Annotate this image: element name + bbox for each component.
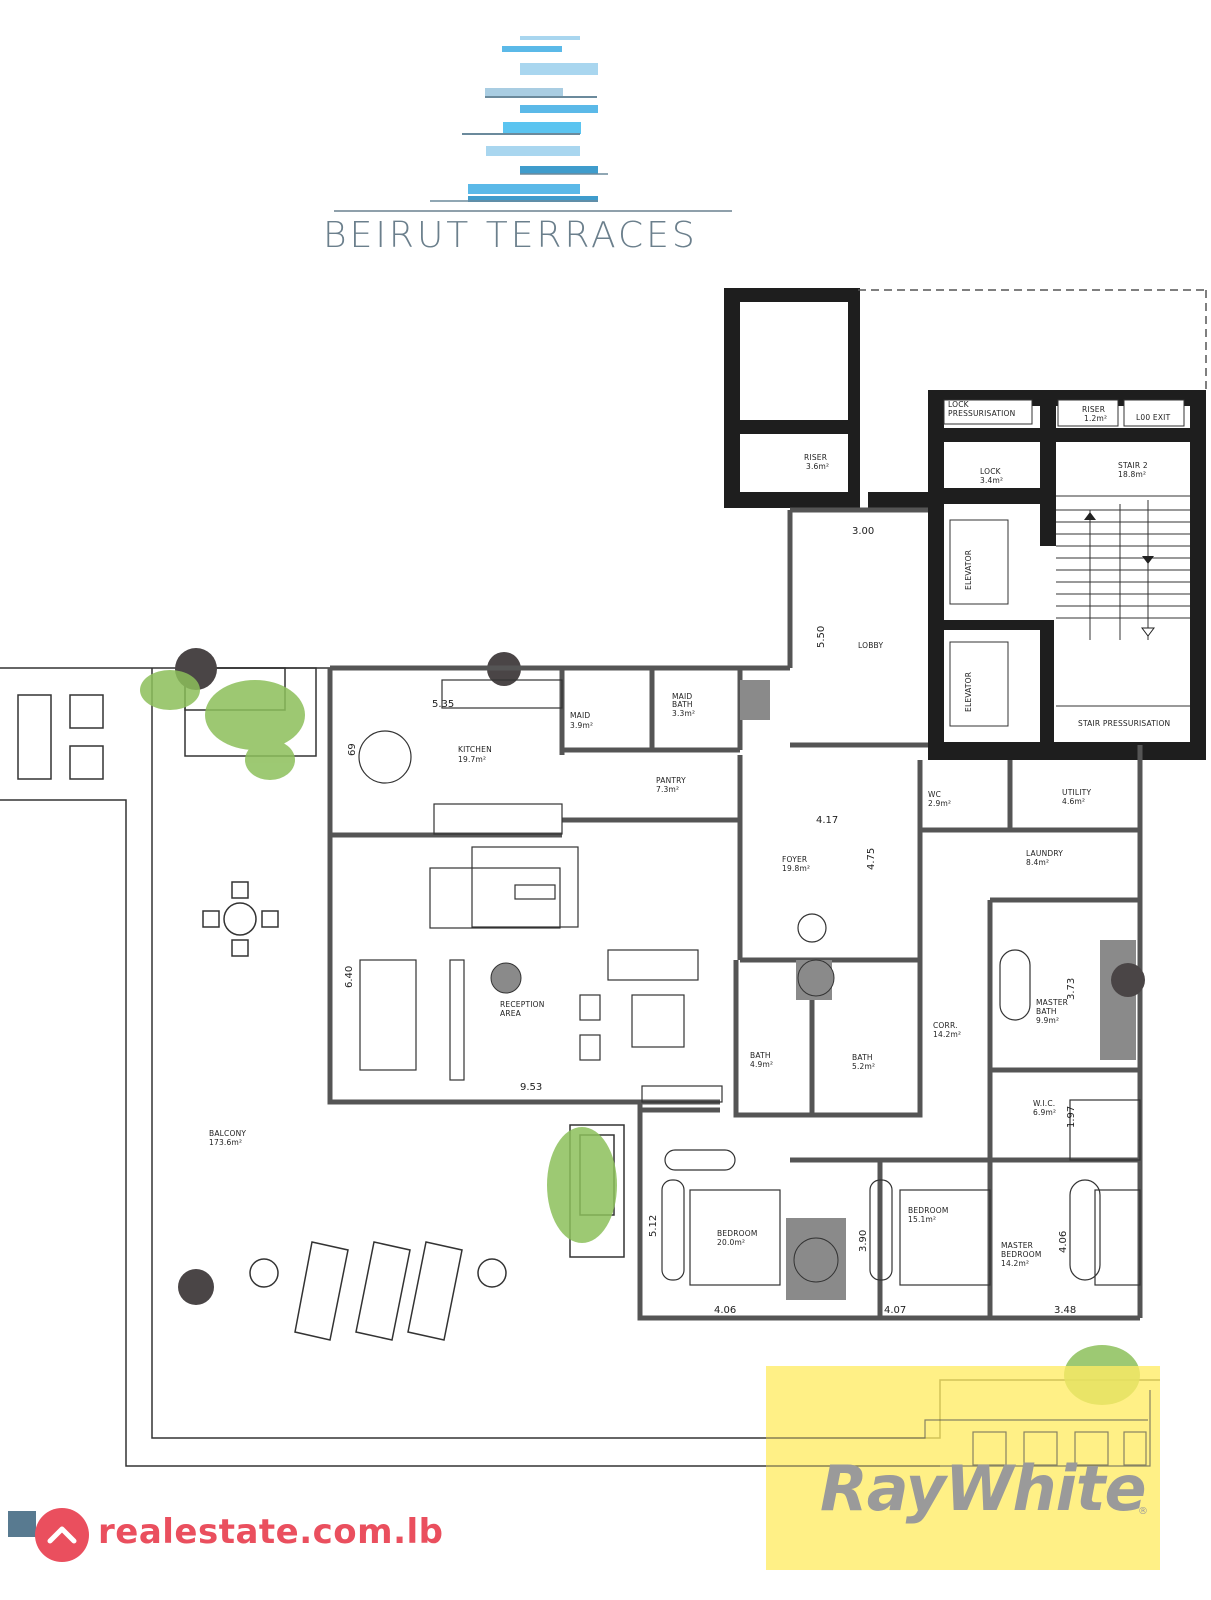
svg-text:BEDROOM: BEDROOM — [717, 1229, 758, 1238]
svg-text:WC: WC — [928, 790, 941, 799]
raywhite-watermark-panel — [766, 1366, 1160, 1570]
svg-text:3.48: 3.48 — [1054, 1305, 1076, 1316]
svg-text:69: 69 — [347, 743, 358, 756]
svg-text:3.90: 3.90 — [858, 1230, 869, 1252]
svg-text:ELEVATOR: ELEVATOR — [964, 550, 973, 590]
svg-text:3.9m²: 3.9m² — [570, 721, 593, 730]
svg-text:RISER: RISER — [1082, 405, 1105, 414]
svg-text:BEDROOM: BEDROOM — [1001, 1250, 1042, 1259]
svg-text:4.75: 4.75 — [866, 848, 877, 870]
svg-text:MAID: MAID — [570, 711, 590, 720]
svg-text:W.I.C.: W.I.C. — [1033, 1099, 1055, 1108]
svg-text:3.6m²: 3.6m² — [806, 462, 829, 471]
svg-text:MAID: MAID — [672, 692, 692, 701]
realestate-square-icon — [8, 1511, 36, 1537]
svg-text:6.40: 6.40 — [344, 966, 355, 988]
beirut-terraces-logo-icon — [334, 36, 732, 212]
svg-text:1.2m²: 1.2m² — [1084, 414, 1107, 423]
svg-text:MASTER: MASTER — [1036, 998, 1068, 1007]
svg-text:173.6m²: 173.6m² — [209, 1138, 242, 1147]
svg-text:RECEPTION: RECEPTION — [500, 1000, 545, 1009]
svg-text:1.97: 1.97 — [1066, 1106, 1077, 1128]
svg-text:7.3m²: 7.3m² — [656, 785, 679, 794]
svg-text:15.1m²: 15.1m² — [908, 1215, 936, 1224]
svg-text:14.2m²: 14.2m² — [1001, 1259, 1029, 1268]
brand-title: BEIRUT TERRACES — [323, 215, 698, 256]
svg-text:RISER: RISER — [804, 453, 827, 462]
svg-text:BATH: BATH — [750, 1051, 771, 1060]
svg-text:4.9m²: 4.9m² — [750, 1060, 773, 1069]
svg-text:3.00: 3.00 — [852, 526, 874, 537]
svg-text:STAIR PRESSURISATION: STAIR PRESSURISATION — [1078, 719, 1170, 728]
svg-text:KITCHEN: KITCHEN — [458, 745, 492, 754]
svg-text:4.06: 4.06 — [714, 1305, 736, 1316]
svg-text:20.0m²: 20.0m² — [717, 1238, 745, 1247]
svg-text:5.2m²: 5.2m² — [852, 1062, 875, 1071]
svg-text:6.9m²: 6.9m² — [1033, 1108, 1056, 1117]
svg-text:4.17: 4.17 — [816, 815, 838, 826]
realestate-watermark: realestate.com.lb — [98, 1512, 444, 1552]
svg-text:4.07: 4.07 — [884, 1305, 906, 1316]
svg-text:PRESSURISATION: PRESSURISATION — [948, 409, 1015, 418]
svg-text:4.6m²: 4.6m² — [1062, 797, 1085, 806]
svg-text:9.53: 9.53 — [520, 1082, 542, 1093]
svg-text:3.3m²: 3.3m² — [672, 709, 695, 718]
svg-text:9.9m²: 9.9m² — [1036, 1016, 1059, 1025]
svg-text:CORR.: CORR. — [933, 1021, 958, 1030]
svg-text:19.8m²: 19.8m² — [782, 864, 810, 873]
svg-text:BATH: BATH — [1036, 1007, 1057, 1016]
svg-text:BALCONY: BALCONY — [209, 1129, 246, 1138]
svg-text:AREA: AREA — [500, 1009, 522, 1018]
svg-text:PANTRY: PANTRY — [656, 776, 686, 785]
svg-text:LAUNDRY: LAUNDRY — [1026, 849, 1063, 858]
svg-text:18.8m²: 18.8m² — [1118, 470, 1146, 479]
svg-text:L00 EXIT: L00 EXIT — [1136, 413, 1171, 422]
svg-text:LOCK: LOCK — [948, 400, 970, 409]
raywhite-watermark: RayWhite — [820, 1452, 1147, 1525]
svg-text:4.06: 4.06 — [1058, 1231, 1069, 1253]
svg-text:STAIR 2: STAIR 2 — [1118, 461, 1148, 470]
svg-text:5.50: 5.50 — [816, 626, 827, 648]
svg-text:LOBBY: LOBBY — [858, 641, 883, 650]
svg-text:BEDROOM: BEDROOM — [908, 1206, 949, 1215]
svg-text:ELEVATOR: ELEVATOR — [964, 672, 973, 712]
svg-text:UTILITY: UTILITY — [1062, 788, 1091, 797]
svg-text:LOCK: LOCK — [980, 467, 1002, 476]
svg-text:2.9m²: 2.9m² — [928, 799, 951, 808]
svg-text:5.12: 5.12 — [648, 1215, 659, 1237]
svg-text:8.4m²: 8.4m² — [1026, 858, 1049, 867]
svg-text:FOYER: FOYER — [782, 855, 807, 864]
svg-text:3.4m²: 3.4m² — [980, 476, 1003, 485]
svg-text:3.73: 3.73 — [1066, 978, 1077, 1000]
svg-text:14.2m²: 14.2m² — [933, 1030, 961, 1039]
svg-text:BATH: BATH — [852, 1053, 873, 1062]
realestate-logo-icon — [35, 1508, 89, 1562]
svg-text:19.7m²: 19.7m² — [458, 755, 486, 764]
svg-text:MASTER: MASTER — [1001, 1241, 1033, 1250]
svg-text:5.35: 5.35 — [432, 699, 454, 710]
raywhite-registered-mark: ® — [1138, 1506, 1148, 1517]
svg-text:BATH: BATH — [672, 700, 693, 709]
